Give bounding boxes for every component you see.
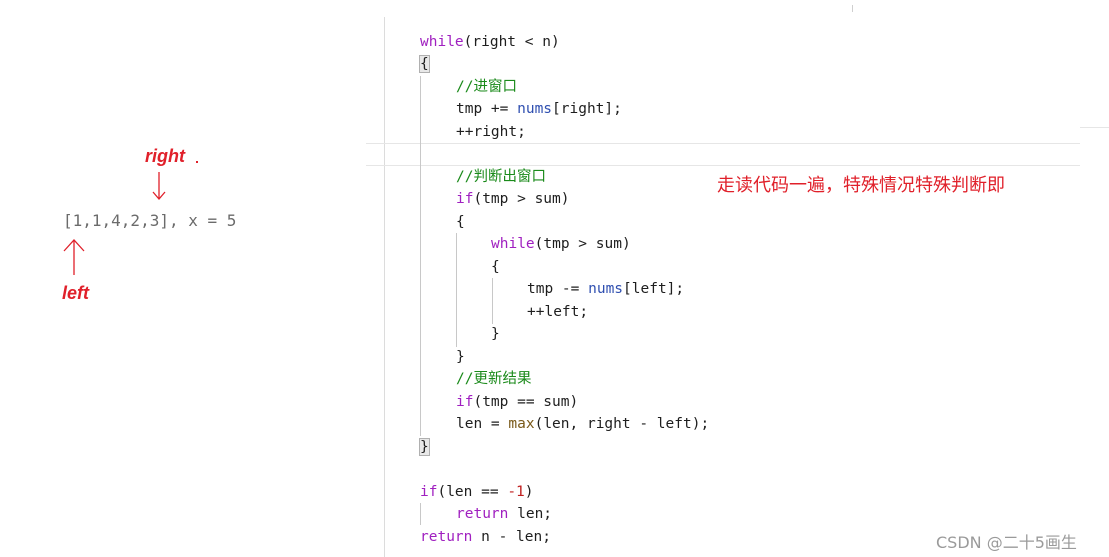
code-line-6: //判断出窗口	[456, 169, 546, 185]
indent-guide	[492, 278, 493, 324]
current-line-highlight-bottom	[366, 165, 1080, 166]
code-line-1: while(right < n)	[420, 34, 560, 50]
code-line-18: }	[419, 436, 430, 458]
code-line-5: ++right;	[456, 124, 526, 140]
array-expression: [1,1,4,2,3], x = 5	[63, 211, 237, 230]
current-line-highlight-top	[366, 143, 1080, 144]
code-line-10: {	[491, 259, 500, 275]
code-line-13: }	[491, 326, 500, 342]
code-line-21: return n - len;	[420, 529, 551, 545]
code-line-7: if(tmp > sum)	[456, 191, 570, 207]
code-line-4: tmp += nums[right];	[456, 101, 622, 117]
code-line-17: len = max(len, right - left);	[456, 416, 710, 432]
editor-left-border	[384, 17, 385, 557]
code-line-20: return len;	[456, 506, 553, 522]
code-line-16: if(tmp == sum)	[456, 394, 579, 410]
code-line-15: //更新结果	[456, 371, 532, 387]
code-line-19: if(len == -1)	[420, 484, 534, 500]
annotation-note: 走读代码一遍，特殊情况特殊判断即	[717, 175, 1005, 196]
code-line-3: //进窗口	[456, 79, 517, 95]
code-line-12: ++left;	[527, 304, 589, 320]
matched-brace: {	[419, 55, 430, 73]
code-line-8: {	[456, 214, 465, 230]
code-line-9: while(tmp > sum)	[491, 236, 631, 252]
matched-brace: }	[419, 438, 430, 456]
code-line-14: }	[456, 349, 465, 365]
indent-guide	[420, 503, 421, 525]
dot-mark	[196, 161, 198, 163]
indent-guide	[456, 233, 457, 347]
left-pointer-label: left	[62, 283, 89, 303]
down-arrow-icon	[152, 172, 166, 200]
right-edge-mark	[1080, 127, 1109, 128]
top-tick	[852, 5, 853, 12]
code-line-2: {	[419, 53, 430, 75]
right-pointer-label: right	[145, 146, 185, 166]
up-arrow-icon	[63, 239, 85, 275]
code-line-11: tmp -= nums[left];	[527, 281, 685, 297]
watermark: CSDN @二十5画生	[936, 533, 1077, 552]
indent-guide	[420, 76, 421, 436]
